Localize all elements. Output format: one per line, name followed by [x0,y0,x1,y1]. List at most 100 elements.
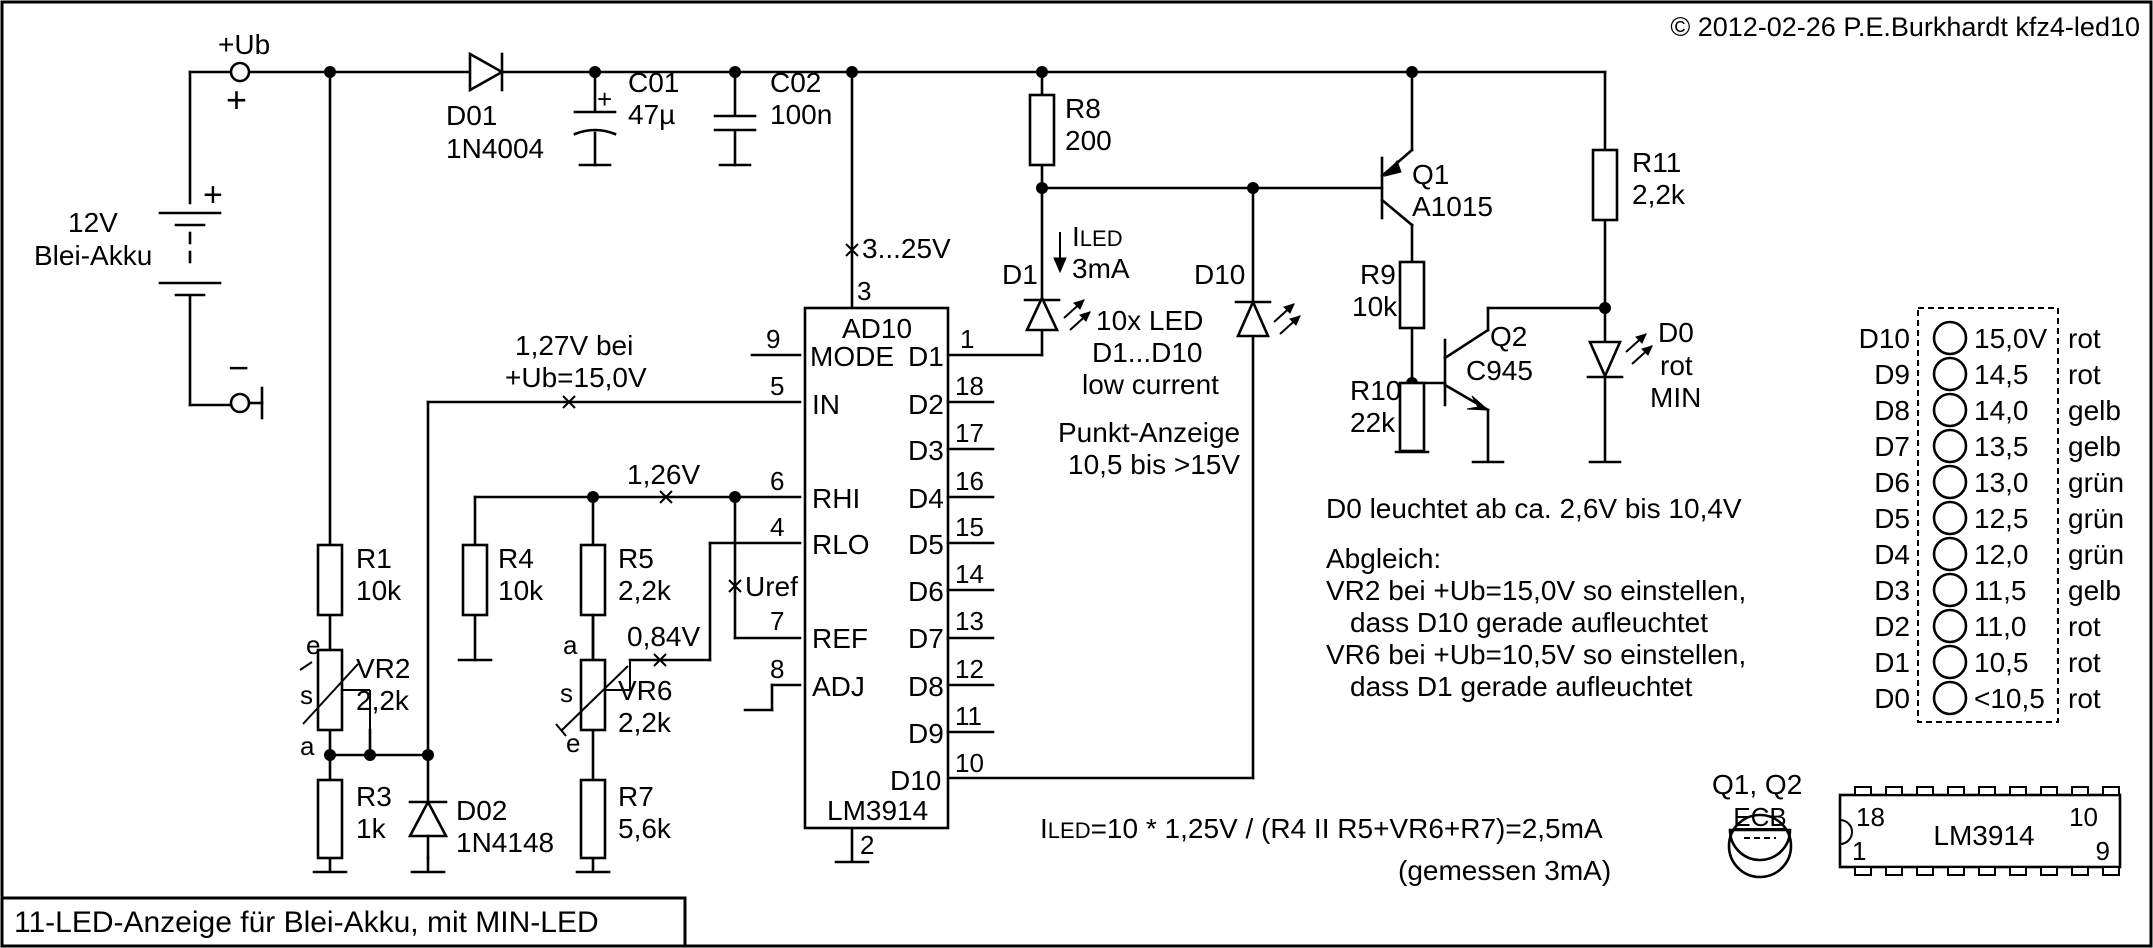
caption: 11-LED-Anzeige für Blei-Akku, mit MIN-LE… [14,906,599,939]
ic-pin-d7-name: D7 [908,623,944,654]
ic-pin-d1-num: 1 [960,324,974,354]
ic-package-pin [2102,866,2120,876]
ic-pin-d10-num: 10 [955,748,984,778]
ic-pin-d4-name: D4 [908,483,944,514]
battery-voltage: 12V [68,207,118,238]
ic-package-pin [1854,866,1872,876]
led-table-color: rot [2068,359,2101,390]
iled-i: I [1072,221,1080,252]
led-table-voltage: 13,5 [1974,431,2029,462]
led-table-voltage: 12,0 [1974,539,2029,570]
formula-rest: =10 * 1,25V / (R4 II R5+VR6+R7)=2,5mA [1091,813,1603,844]
ic-pin-d5-num: 15 [955,512,984,542]
ic-name-bottom: LM3914 [827,795,928,826]
vr6-value: 2,2k [618,707,672,738]
led-table-voltage: <10,5 [1974,683,2045,714]
vr2-s: s [300,680,313,710]
annotations: 3...25V 1,27V bei +Ub=15,0V 1,26V Uref 0… [505,233,1746,886]
uref-label: Uref [745,571,798,602]
junction-dots [324,66,1611,761]
ic-pin-d8-num: 12 [955,654,984,684]
ic-pin-d6-name: D6 [908,576,944,607]
led-table-color: gelb [2068,575,2121,606]
svg-text:ILED: ILED [1072,221,1123,252]
vr6-e: e [566,728,580,758]
d0-value: rot [1660,350,1693,381]
led-table-voltage: 12,5 [1974,503,2029,534]
led-table-ref: D3 [1874,575,1910,606]
ic-package-pin [1978,786,1996,796]
transistor-package-pins: ECB [1733,802,1786,832]
ic-package-pin [1885,786,1903,796]
ic-pin-d4-num: 16 [955,466,984,496]
resistor-r11: R11 2,2k [1591,147,1686,222]
supply-plus: + [226,79,247,120]
led-note-1: 10x LED [1096,305,1203,336]
vr6-a: a [563,630,578,660]
d0-extra: MIN [1650,382,1701,413]
vr2-e: e [306,630,320,660]
led-table-voltage: 14,5 [1974,359,2029,390]
battery: + − 12V Blei-Akku [34,176,223,297]
calibration-title: Abgleich: [1326,543,1441,574]
ic-pin-in-name: IN [812,389,840,420]
r10-value: 22k [1350,407,1396,438]
ic-package-pin [1978,866,1996,876]
d0-ref: D0 [1658,317,1694,348]
ic-package-pin-tr: 10 [2069,802,2098,832]
q2-value: C945 [1466,355,1533,386]
ic-lm3914: AD10 LM3914 3 2 9 MODE 5 IN 6 RHI 4 RLO … [766,276,995,860]
copyright: © 2012-02-26 P.E.Burkhardt kfz4-led10 [1670,12,2140,42]
led-table-voltage: 14,0 [1974,395,2029,426]
diode-d02: D02 1N4148 [407,795,554,860]
r8-ref: R8 [1065,93,1101,124]
resistor-r9: R9 10k [1352,259,1426,330]
formula-i: I [1040,813,1048,844]
led-table-led-circle [1932,500,1968,536]
formula-measured: (gemessen 3mA) [1398,855,1611,886]
capacitor-c01: + C01 47µ [573,67,679,136]
led-table-color: gelb [2068,395,2121,426]
ic-pin-d6-num: 14 [955,559,984,589]
ic-package-pin-br: 9 [2096,836,2110,866]
supply-range: 3...25V [862,233,951,264]
ic-pin-d9-num: 11 [955,701,982,731]
ic-package-pin [1947,866,1965,876]
svg-text:ILED=10 * 1,25V / (R4 II R5+VR: ILED=10 * 1,25V / (R4 II R5+VR6+R7)=2,5m… [1040,813,1603,844]
ic-pin-ref-name: REF [812,623,868,654]
supply-terminal-minus: − [228,347,264,420]
led-table-ref: D0 [1874,683,1910,714]
transistor-q1: Q1 A1015 [1380,148,1493,227]
led-table-voltage: 11,5 [1974,575,2026,606]
led-table-led-circle [1932,608,1968,644]
led-table-led-circle [1932,536,1968,572]
vr2-a: a [300,731,315,761]
d02-value: 1N4148 [456,827,554,858]
ic-pin-d7-num: 13 [955,606,984,636]
calibration-line1: VR2 bei +Ub=15,0V so einstellen, [1326,575,1746,606]
c02-value: 100n [770,99,832,130]
led-table-color: grün [2068,467,2124,498]
vr6-s: s [560,678,573,708]
r4-ref: R4 [498,543,534,574]
ic-pin-d5-name: D5 [908,529,944,560]
iled-annotation: ILED 3mA [1053,221,1130,284]
mode-note-2: 10,5 bis >15V [1068,449,1240,480]
transistor-package: Q1, Q2 ECB [1712,769,1802,879]
supply-label: +Ub [218,29,270,60]
led-table-color: grün [2068,503,2124,534]
led-table-led-circle [1932,572,1968,608]
ic-pin-d2-num: 18 [955,371,984,401]
r4-value: 10k [498,575,544,606]
ic-pin-rlo-num: 4 [770,512,784,542]
c01-ref: C01 [628,67,679,98]
ic-pin-d3-num: 17 [955,418,984,448]
ic-pin-d2-name: D2 [908,389,944,420]
ic-pin-adj-num: 8 [770,654,784,684]
supply-terminal-plus: +Ub + [218,29,270,120]
ic-package-pin [2040,866,2058,876]
led-table-led-circle [1932,356,1968,392]
d0-note: D0 leuchtet ab ca. 2,6V bis 10,4V [1326,493,1742,524]
caption-box: 11-LED-Anzeige für Blei-Akku, mit MIN-LE… [0,896,687,948]
